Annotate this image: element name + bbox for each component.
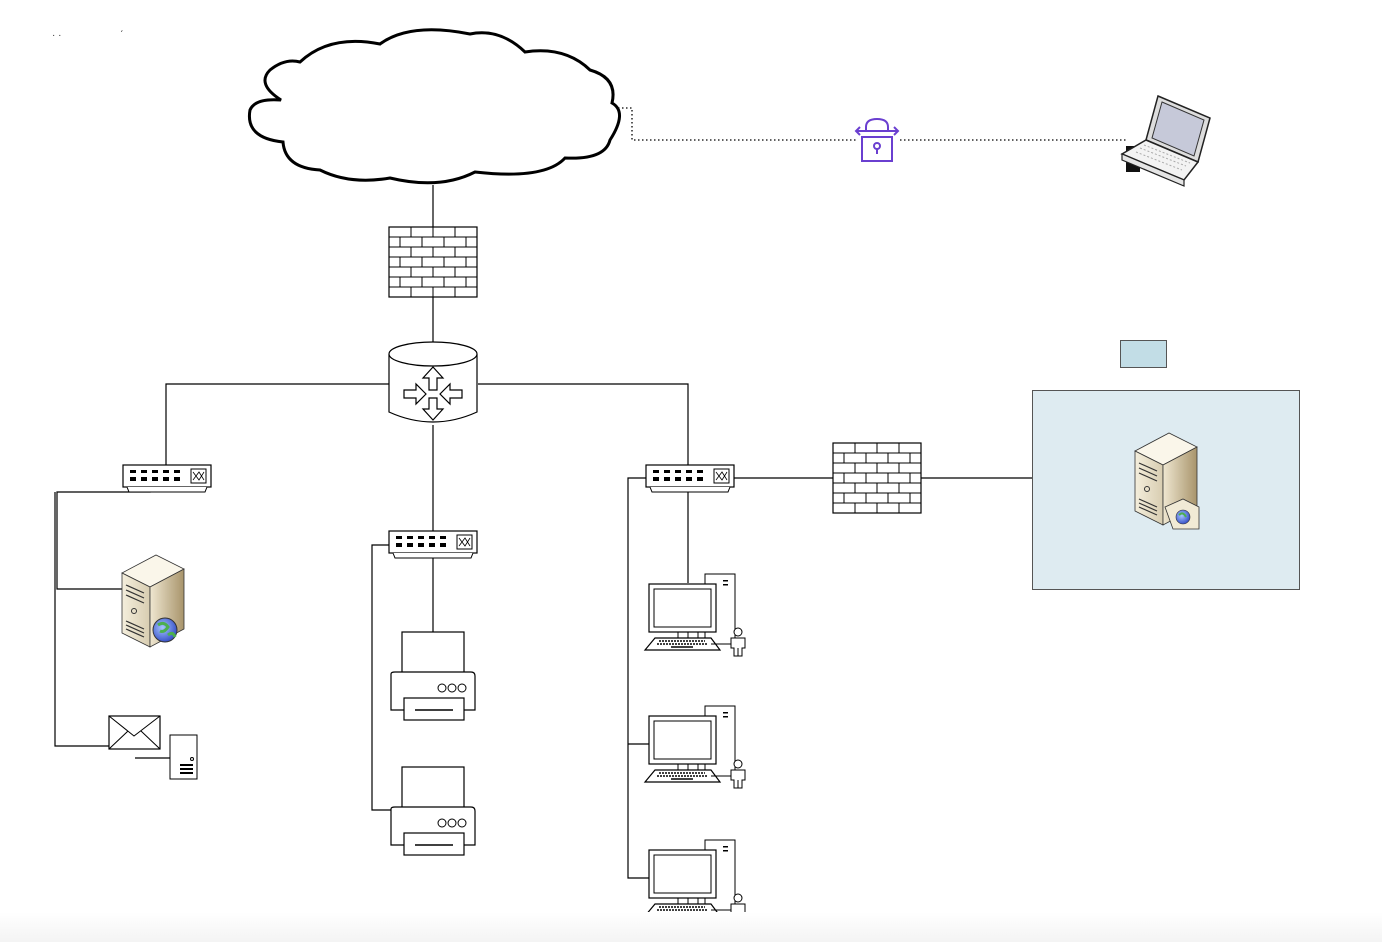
internet-cloud[interactable] (247, 28, 621, 185)
stray-mark: ˊ (120, 30, 124, 41)
mail-server-icon[interactable] (108, 715, 198, 780)
dmz-server-icon[interactable] (1134, 432, 1200, 530)
printer-2-icon[interactable] (390, 766, 476, 856)
core-router-icon[interactable] (388, 341, 478, 423)
link-switch-center-printer-2 (371, 544, 392, 811)
switch-center-icon[interactable] (388, 530, 478, 559)
switch-left-icon[interactable] (122, 464, 212, 493)
link-router-switch-left (165, 383, 395, 465)
web-server-icon[interactable] (121, 554, 185, 648)
stray-mark: · · (52, 30, 62, 41)
link-switch-right-workstations (627, 477, 650, 879)
remote-laptop-icon[interactable] (1120, 94, 1211, 187)
edge-firewall-icon[interactable] (388, 226, 478, 298)
workstation-2-icon[interactable] (644, 705, 746, 789)
canvas-bottom-edge (0, 912, 1382, 942)
workstation-1-icon[interactable] (644, 573, 746, 657)
printer-1-icon[interactable] (390, 631, 476, 721)
link-router-switch-right (478, 383, 689, 465)
workstation-3-icon[interactable] (644, 839, 746, 923)
link-internet-vpn (614, 107, 858, 141)
vpn-lock-icon[interactable] (854, 117, 900, 162)
dmz-zone-tab[interactable] (1120, 340, 1167, 368)
switch-right-icon[interactable] (645, 464, 735, 493)
dmz-firewall-icon[interactable] (832, 442, 922, 514)
link-switch-left-mail-server (54, 492, 109, 747)
